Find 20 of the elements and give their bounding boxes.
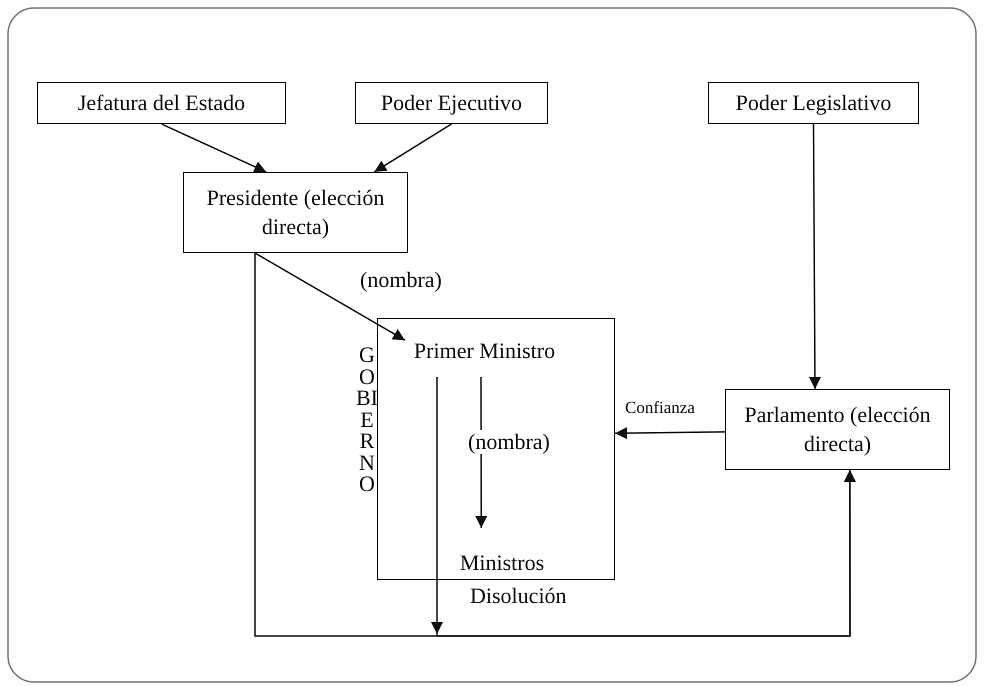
edge-label: (nombra): [466, 430, 552, 454]
process-box: [355, 82, 548, 124]
arrow: [614, 427, 726, 440]
process-box: [708, 82, 919, 124]
arrow: [254, 252, 406, 341]
box-text: Poder Legislativo: [736, 88, 892, 117]
box-text: Parlamento (elección directa): [743, 400, 932, 458]
arrow: [431, 377, 856, 637]
box-text: Presidente (elección directa): [206, 184, 386, 240]
box-text: Poder Ejecutivo: [380, 88, 522, 117]
process-box: [37, 82, 286, 124]
vertical-heading: GOBIERNO: [356, 344, 378, 494]
process-box: [183, 172, 408, 253]
process-box: [725, 389, 950, 470]
box-text: Jefatura del Estado: [78, 88, 246, 117]
arrow: [374, 123, 452, 173]
arrow: [161, 123, 267, 173]
arrow: [808, 124, 821, 389]
node-text: Primer Ministro: [404, 336, 564, 376]
node-text: Ministros: [440, 528, 564, 578]
